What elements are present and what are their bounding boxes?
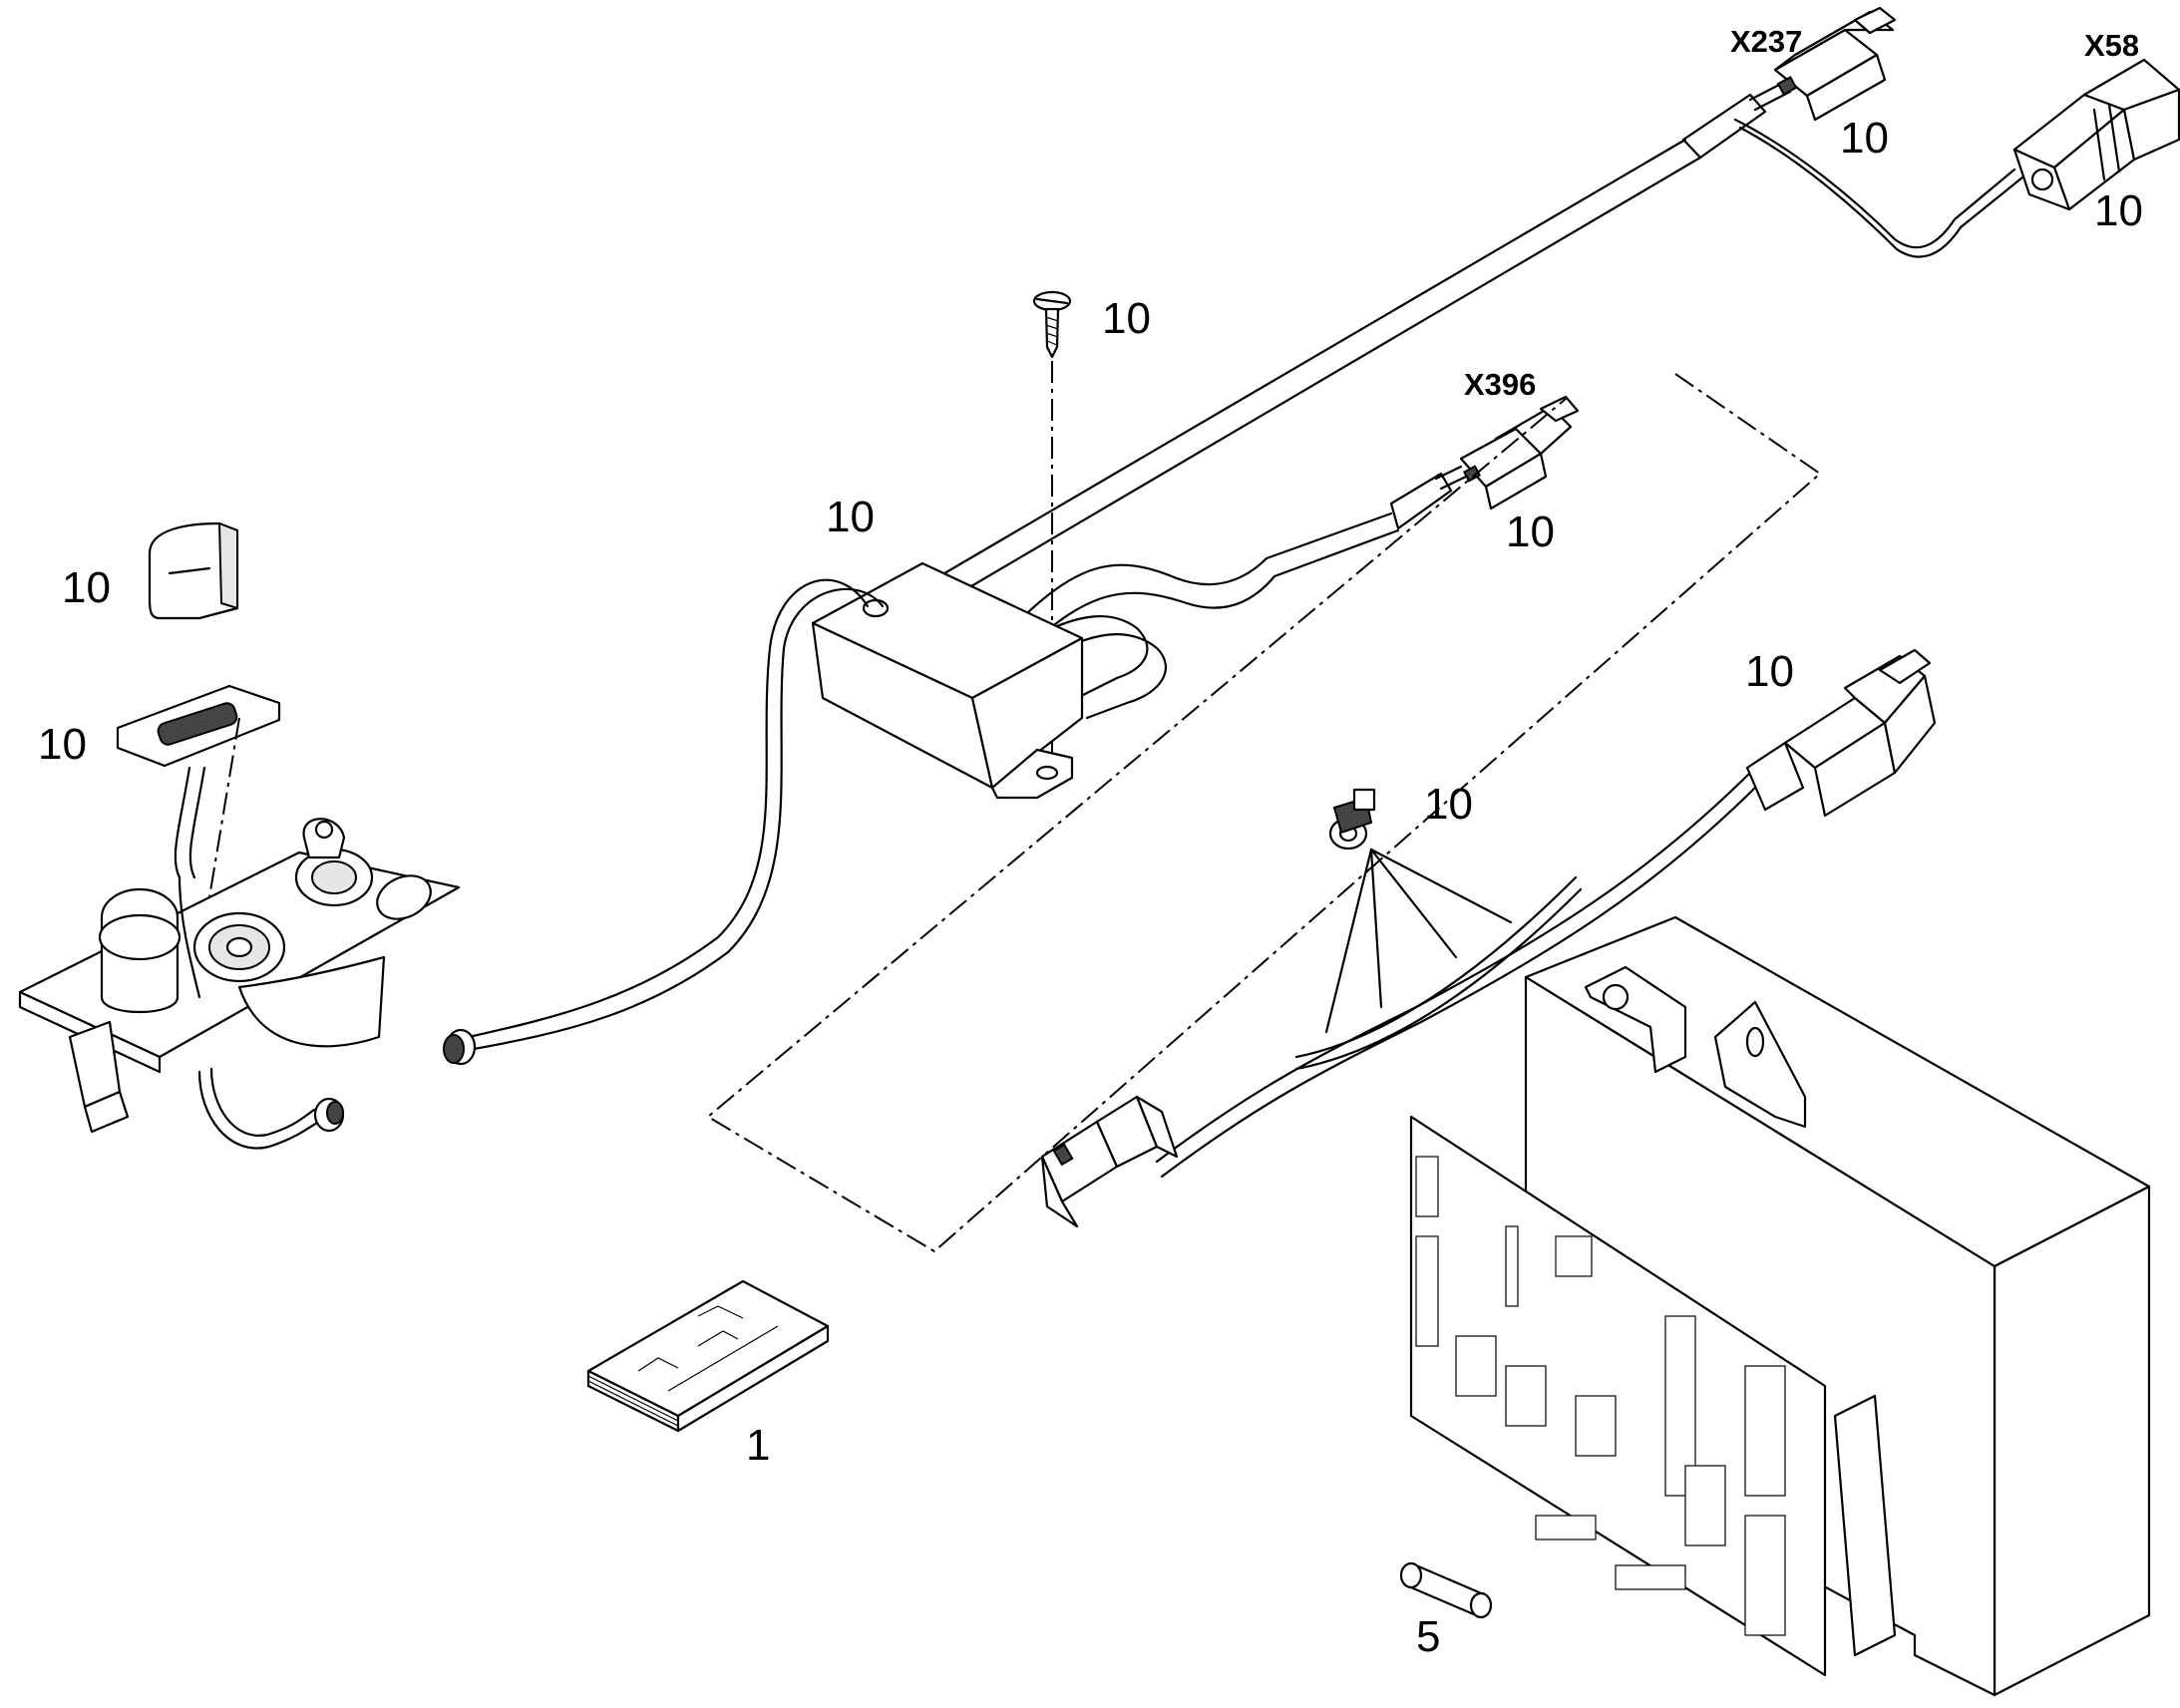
connector-x396 (1389, 395, 1580, 530)
module-box (443, 512, 1400, 1066)
part-number-x396: 10 (1506, 508, 1555, 556)
part-number-harness: 10 (1745, 647, 1794, 696)
upper-harness (925, 80, 2024, 605)
connector-x58 (2012, 58, 2180, 211)
part-number-x237: 10 (1840, 114, 1889, 163)
part-number-x58: 10 (2094, 186, 2143, 235)
connector-x237 (1773, 6, 1897, 122)
part-number-clip: 10 (1424, 780, 1473, 829)
part-number-sleeve: 5 (1416, 1612, 1441, 1661)
part-number-plug: 10 (38, 720, 87, 769)
part-number-module: 10 (826, 493, 875, 541)
control-panel (18, 521, 461, 1150)
sleeve (1399, 1561, 1493, 1619)
lower-harness (1040, 648, 1937, 1228)
label-x237: X237 (1730, 24, 1803, 59)
part-number-screw: 10 (1102, 294, 1151, 343)
part-number-cap: 10 (62, 563, 111, 612)
cable-clip (1328, 788, 1376, 851)
assembly-outline (706, 373, 1822, 1253)
manual-booklet (586, 1279, 830, 1433)
part-number-manual: 1 (746, 1421, 771, 1470)
controller-box (1409, 915, 2151, 1697)
label-x396: X396 (1464, 367, 1537, 402)
label-x58: X58 (2084, 28, 2140, 63)
